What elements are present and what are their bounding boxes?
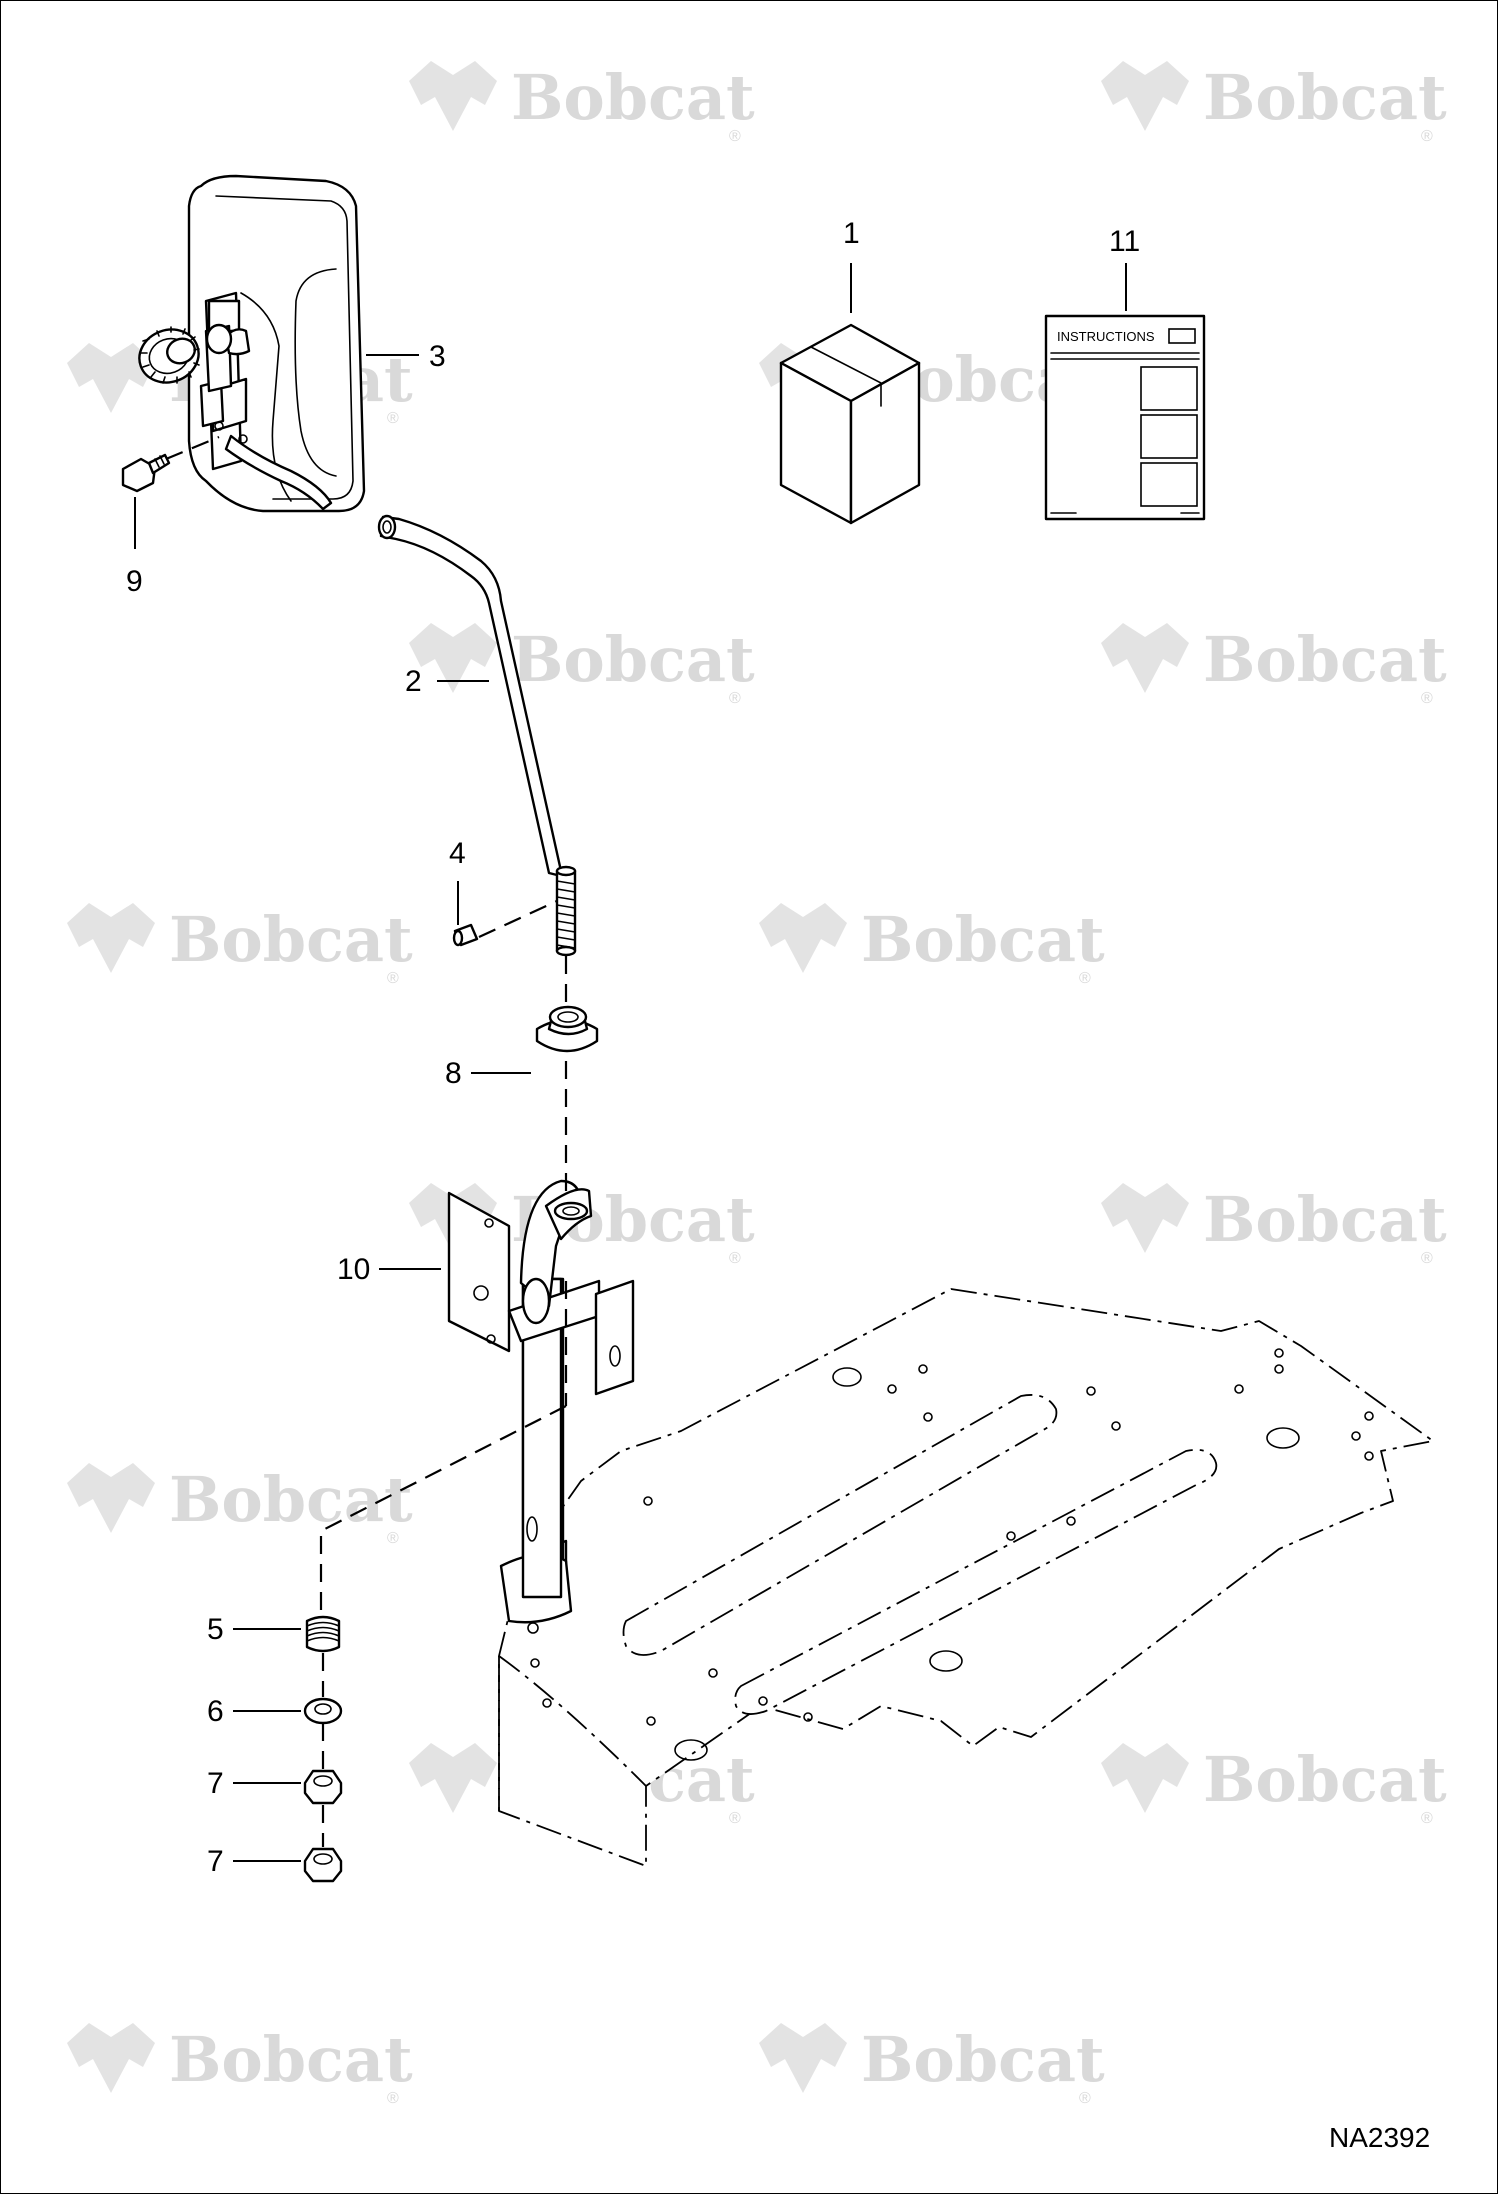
callout-4: 4 [449,837,466,870]
part-8-grommet [535,1005,599,1053]
svg-text:®: ® [387,1530,399,1547]
floor-hole [929,1650,963,1672]
callout-5: 5 [207,1613,224,1646]
svg-text:®: ® [1421,690,1433,707]
svg-text:®: ® [1421,1810,1433,1827]
svg-text:®: ® [1421,1250,1433,1267]
part-7-nut [303,1847,343,1883]
watermark: Bobcat ® [1101,623,1447,707]
part-6-washer [303,1697,343,1725]
bobcat-logo-icon [1101,623,1189,693]
part-7-nut [303,1769,343,1805]
svg-text:Bobcat: Bobcat [1203,1183,1447,1256]
watermark: Bobcat ® [759,903,1105,987]
watermark: Bobcat ® [67,903,413,987]
bracket-plate-left [447,1191,511,1353]
svg-text:®: ® [1079,2090,1091,2107]
part-9-capscrew [121,453,171,493]
svg-text:®: ® [1079,970,1091,987]
watermark: Bobcat ® [409,61,755,145]
callout-11: 11 [1109,225,1140,258]
floor-hole [674,1739,708,1761]
watermark: Bobcat ® [1101,1743,1447,1827]
part-11-instruction-sheet: INSTRUCTIONS [1044,314,1206,521]
bobcat-logo-icon [1101,61,1189,131]
part-2-mirror-arm [377,514,577,957]
bracket-plate-right [594,1279,635,1396]
svg-text:Bobcat: Bobcat [1203,1743,1447,1816]
svg-text:Bobcat: Bobcat [169,903,413,976]
bobcat-logo-icon [67,343,155,413]
bobcat-logo-icon [1101,1183,1189,1253]
floor-hole [832,1367,862,1387]
svg-text:Bobcat: Bobcat [511,61,755,134]
bobcat-logo-icon [409,61,497,131]
part-4-roll-pin [452,923,479,947]
svg-text:®: ® [729,690,741,707]
callout-3: 3 [429,340,446,373]
svg-text:®: ® [387,2090,399,2107]
bobcat-logo-icon [409,1743,497,1813]
assembly-lines [165,435,568,1847]
callout-9: 9 [126,565,143,598]
callout-1: 1 [843,217,860,250]
floor-plate-phantom [498,1288,1434,1867]
instruction-sheet-header: INSTRUCTIONS [1057,329,1155,344]
svg-text:®: ® [387,410,399,427]
svg-text:®: ® [729,1250,741,1267]
bobcat-logo-icon [67,903,155,973]
bobcat-logo-icon [759,903,847,973]
svg-text:Bobcat: Bobcat [1203,61,1447,134]
callout-7: 7 [207,1845,224,1878]
callout-10: 10 [337,1253,370,1286]
svg-text:Bobcat: Bobcat [861,2023,1105,2096]
svg-text:®: ® [1421,128,1433,145]
svg-text:Bobcat: Bobcat [169,1463,413,1536]
watermark: Bobcat ® [409,623,755,707]
callouts: 1 11 3 9 2 4 8 10 5 6 7 7 [126,217,1140,1878]
floor-hole [1266,1427,1300,1449]
callout-2: 2 [405,665,422,698]
watermark: Bobcat ® [1101,61,1447,145]
svg-text:Bobcat: Bobcat [511,623,755,696]
figure-id: NA2392 [1329,2122,1430,2153]
callout-7: 7 [207,1767,224,1800]
bobcat-logo-icon [67,1463,155,1533]
bobcat-logo-icon [759,2023,847,2093]
watermark: Bobcat ® [759,2023,1105,2107]
callout-8: 8 [445,1057,462,1090]
part-5-spring [305,1615,341,1653]
bobcat-logo-icon [67,2023,155,2093]
leader-lines [134,263,1127,1862]
svg-text:®: ® [729,1810,741,1827]
svg-text:Bobcat: Bobcat [169,2023,413,2096]
part-1-box [779,323,921,525]
watermark: Bobcat ® [1101,1183,1447,1267]
svg-text:®: ® [387,970,399,987]
svg-text:®: ® [729,128,741,145]
svg-text:Bobcat: Bobcat [861,903,1105,976]
bobcat-logo-icon [1101,1743,1189,1813]
part-10-mounting-bracket [447,1179,635,1634]
watermark: Bobcat ® [67,2023,413,2107]
bobcat-logo-icon [409,623,497,693]
svg-text:Bobcat: Bobcat [1203,623,1447,696]
watermark: Bobcat ® [67,1463,413,1547]
callout-6: 6 [207,1695,224,1728]
mirror-adjust-knob [138,323,233,384]
